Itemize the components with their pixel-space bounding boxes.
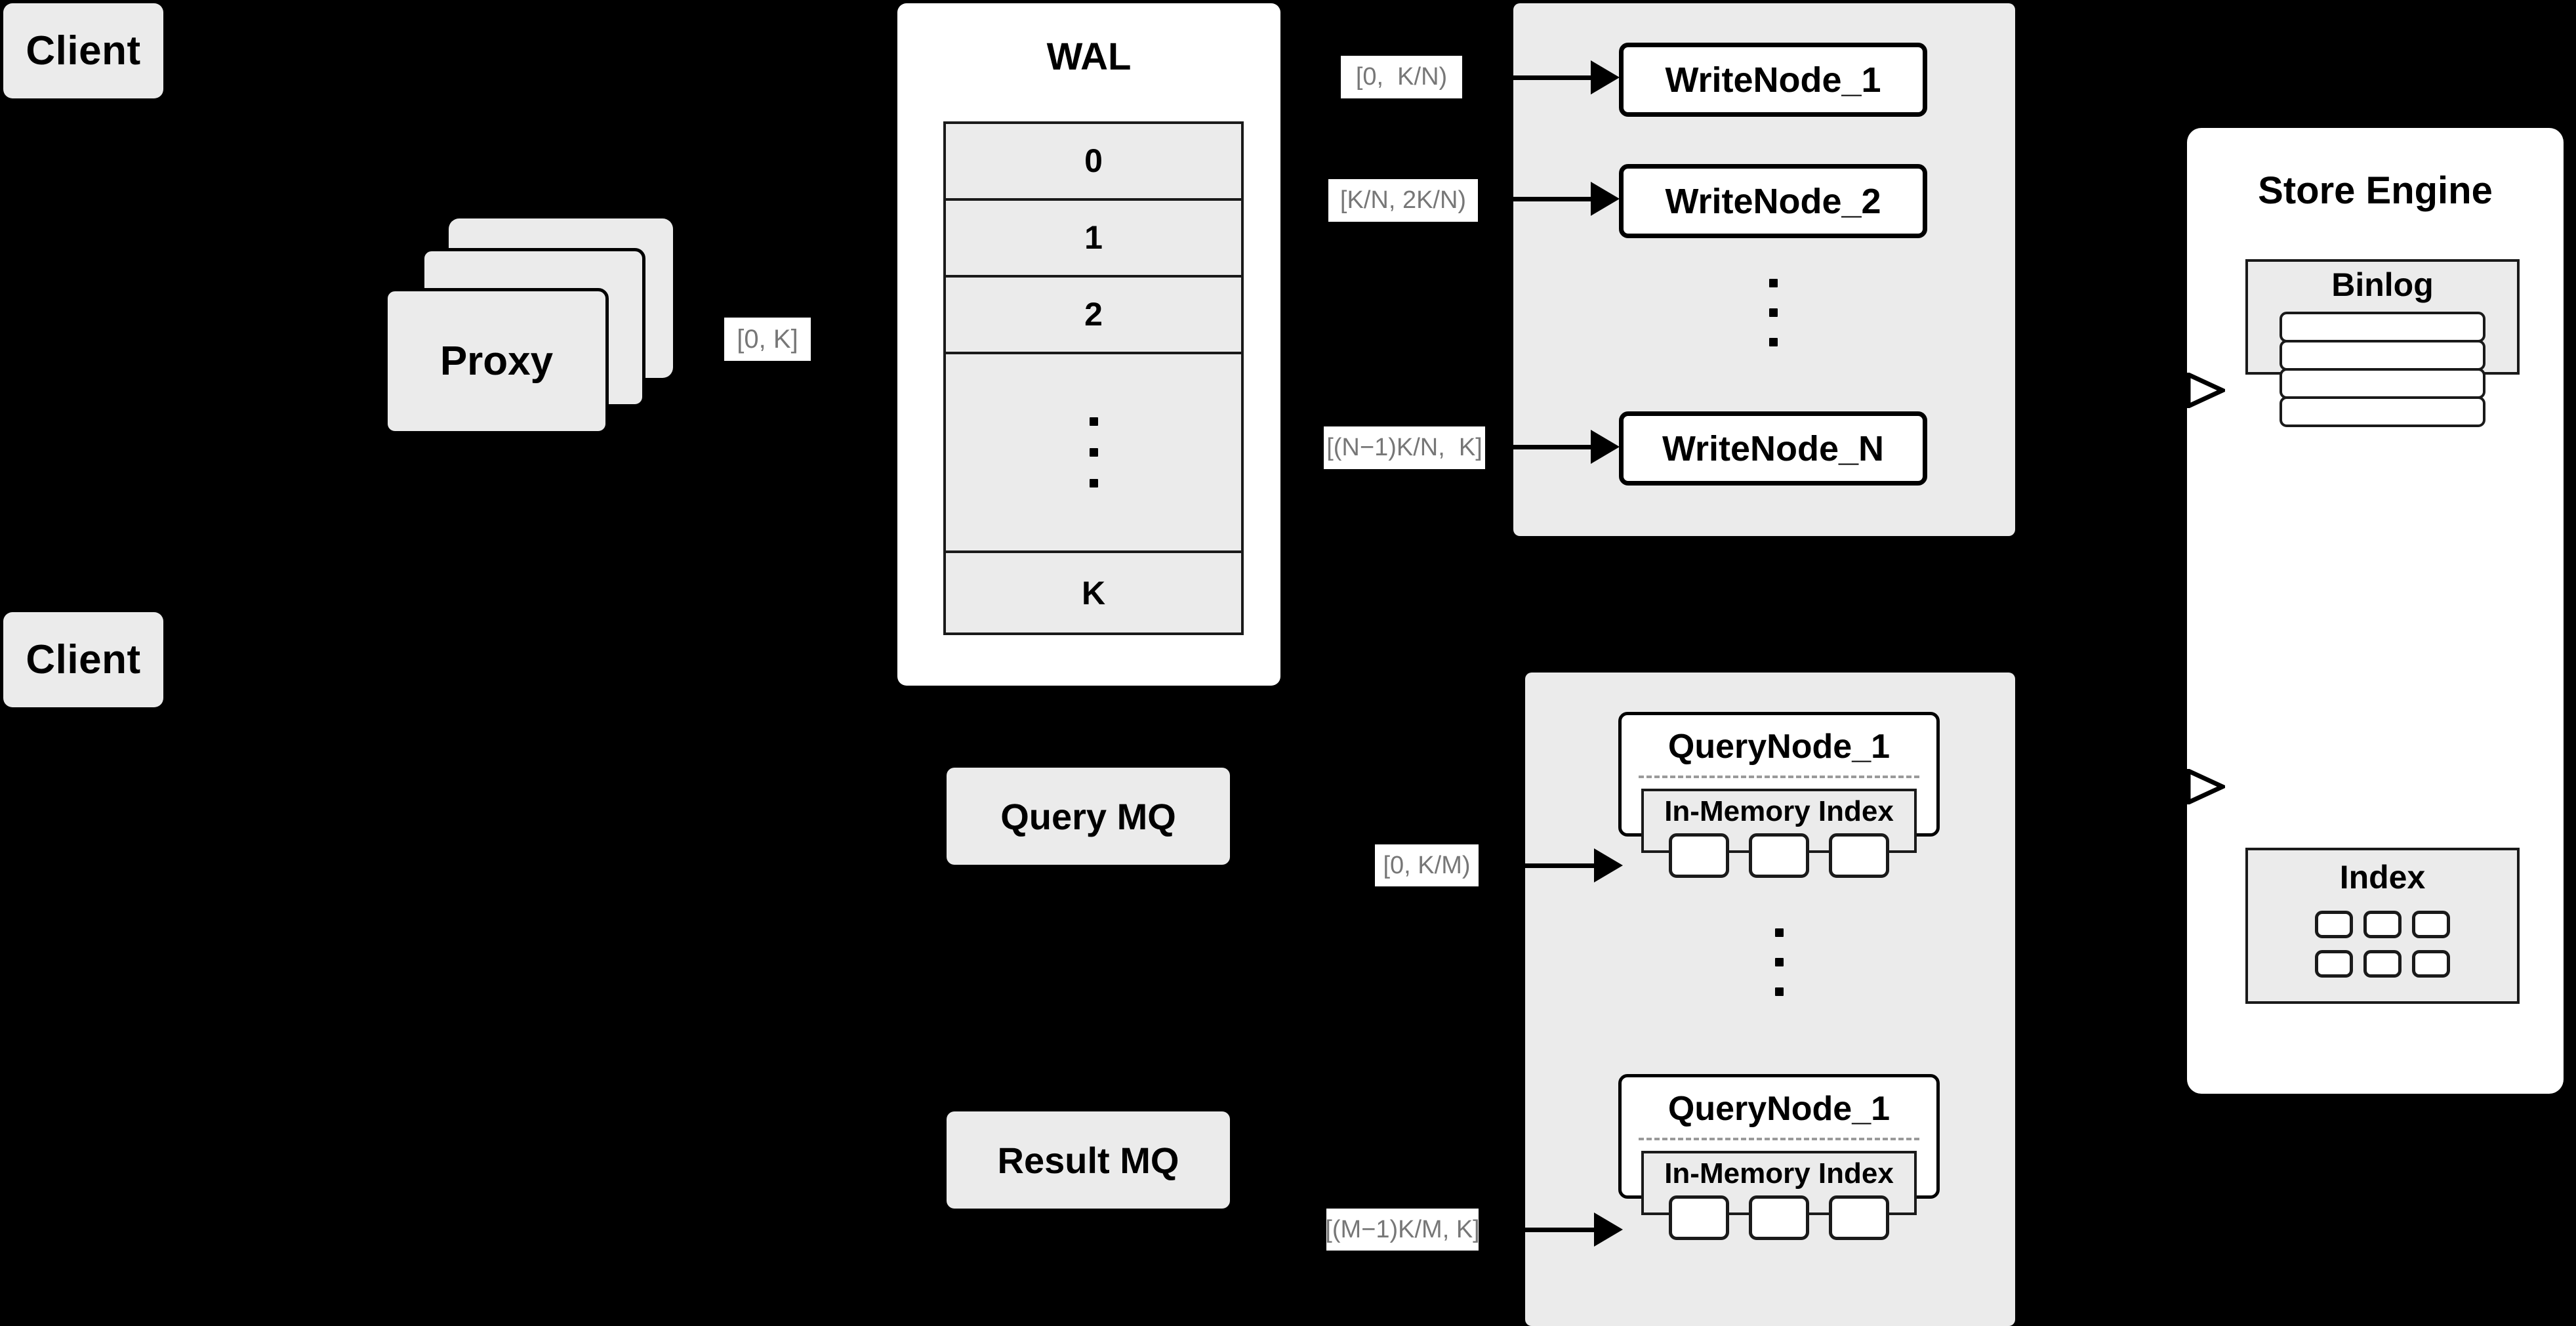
store-index-cell bbox=[2412, 911, 2450, 938]
query-node-1[interactable]: QueryNode_1 In-Memory Index bbox=[1618, 712, 1940, 878]
write-node-1[interactable]: WriteNode_1 bbox=[1619, 43, 1927, 117]
write-node-2-label: WriteNode_2 bbox=[1665, 181, 1881, 221]
proxy-box[interactable]: Proxy bbox=[384, 288, 609, 434]
connector-line-querynode-m bbox=[1479, 1228, 1603, 1232]
client-label-2: Client bbox=[26, 637, 141, 682]
index-title: Index bbox=[2339, 859, 2426, 896]
connector-line-index bbox=[2161, 785, 2190, 788]
write-cluster-ellipsis bbox=[1767, 279, 1780, 371]
query-node-1-index-title: In-Memory Index bbox=[1664, 795, 1894, 827]
query-mq-box[interactable]: Query MQ bbox=[947, 768, 1230, 865]
edge-label-writenode-1: [0, K/N) bbox=[1341, 56, 1462, 98]
arrow-head-writenode-n bbox=[1591, 430, 1620, 464]
edge-label-writenode-n: [(N−1)K/N, K] bbox=[1324, 426, 1485, 469]
binlog-row bbox=[2280, 396, 2485, 427]
query-ellipsis-dot bbox=[1774, 987, 1784, 996]
query-node-m-in-memory-index: In-Memory Index bbox=[1641, 1151, 1917, 1240]
arrow-head-writenode-2 bbox=[1591, 182, 1620, 216]
index-cell bbox=[1669, 1195, 1729, 1240]
wal-title: WAL bbox=[1046, 35, 1132, 78]
client-box-1[interactable]: Client bbox=[3, 3, 163, 98]
arrow-head-index-open bbox=[2187, 769, 2225, 804]
binlog-row bbox=[2280, 312, 2485, 342]
binlog-panel: Binlog bbox=[2245, 259, 2520, 427]
arrow-head-querynode-1 bbox=[1594, 848, 1623, 882]
query-node-cluster: QueryNode_1 In-Memory Index QueryNode_1 bbox=[1525, 673, 2015, 1326]
store-index-cell bbox=[2315, 950, 2353, 978]
store-engine-panel: Store Engine Binlog Index bbox=[2187, 128, 2564, 1094]
query-node-m-divider bbox=[1639, 1138, 1919, 1140]
binlog-title: Binlog bbox=[2331, 266, 2434, 303]
query-ellipsis-dot bbox=[1774, 928, 1784, 937]
wal-row-1: 1 bbox=[946, 200, 1241, 278]
wal-ellipsis-dot bbox=[1089, 417, 1098, 426]
edge-label-writenode-2: [K/N, 2K/N) bbox=[1328, 179, 1478, 222]
query-ellipsis-dot bbox=[1774, 958, 1784, 966]
write-ellipsis-dot bbox=[1768, 308, 1778, 317]
wal-row-0: 0 bbox=[946, 124, 1241, 201]
connector-line-writenode-n bbox=[1513, 445, 1599, 449]
binlog-row bbox=[2280, 340, 2485, 371]
store-index-cell bbox=[2315, 911, 2353, 938]
write-ellipsis-dot bbox=[1768, 279, 1778, 287]
arrow-head-binlog-open bbox=[2187, 373, 2225, 408]
wal-row-2: 2 bbox=[946, 277, 1241, 354]
wal-ellipsis-dot bbox=[1089, 478, 1098, 487]
client-box-2[interactable]: Client bbox=[3, 612, 163, 707]
proxy-label: Proxy bbox=[440, 339, 554, 384]
wal-panel: WAL 0 1 2 K bbox=[897, 3, 1280, 686]
query-node-1-divider bbox=[1639, 776, 1919, 778]
wal-row-ellipsis bbox=[946, 354, 1241, 554]
write-ellipsis-dot bbox=[1768, 338, 1778, 346]
arrow-head-writenode-1 bbox=[1591, 60, 1620, 94]
connector-line-writenode-1 bbox=[1513, 75, 1599, 80]
client-label-1: Client bbox=[26, 28, 141, 73]
arrow-head-querynode-m bbox=[1594, 1212, 1623, 1247]
index-cell bbox=[1829, 1195, 1889, 1240]
write-node-n[interactable]: WriteNode_N bbox=[1619, 411, 1927, 486]
store-index-cell bbox=[2412, 950, 2450, 978]
query-node-m-index-cells bbox=[1644, 1195, 1914, 1240]
binlog-row bbox=[2280, 368, 2485, 399]
query-node-m[interactable]: QueryNode_1 In-Memory Index bbox=[1618, 1074, 1940, 1240]
write-node-n-label: WriteNode_N bbox=[1662, 428, 1885, 468]
result-mq-label: Result MQ bbox=[997, 1139, 1179, 1181]
store-engine-title: Store Engine bbox=[2258, 169, 2493, 212]
query-node-1-index-cells bbox=[1644, 833, 1914, 878]
query-node-1-in-memory-index: In-Memory Index bbox=[1641, 789, 1917, 878]
query-cluster-ellipsis bbox=[1772, 928, 1786, 1020]
edge-label-querynode-m: [(M−1)K/M, K] bbox=[1325, 1209, 1480, 1251]
query-node-1-title: QueryNode_1 bbox=[1667, 728, 1891, 766]
store-index-cell bbox=[2363, 950, 2402, 978]
binlog-rows bbox=[2280, 312, 2485, 427]
write-node-1-label: WriteNode_1 bbox=[1665, 60, 1881, 100]
query-node-m-title: QueryNode_1 bbox=[1667, 1090, 1891, 1128]
edge-label-client-to-proxy: [0, K] bbox=[724, 318, 811, 361]
query-mq-label: Query MQ bbox=[1000, 795, 1176, 837]
connector-line-querynode-1 bbox=[1479, 863, 1603, 868]
store-index-cell bbox=[2363, 911, 2402, 938]
index-cell bbox=[1829, 833, 1889, 878]
wal-row-k: K bbox=[946, 553, 1241, 632]
connector-line-binlog bbox=[2161, 388, 2190, 392]
write-node-cluster: WriteNode_1 WriteNode_2 WriteNode_N bbox=[1513, 3, 2015, 536]
index-grid bbox=[2248, 911, 2517, 978]
query-node-m-index-title: In-Memory Index bbox=[1664, 1157, 1894, 1190]
wal-ellipsis-dot bbox=[1089, 447, 1098, 457]
edge-label-querynode-1: [0, K/M) bbox=[1375, 844, 1479, 886]
connector-line-writenode-2 bbox=[1513, 197, 1599, 201]
index-cell bbox=[1749, 1195, 1809, 1240]
result-mq-box[interactable]: Result MQ bbox=[947, 1111, 1230, 1209]
index-cell bbox=[1749, 833, 1809, 878]
wal-table: 0 1 2 K bbox=[943, 121, 1244, 635]
index-cell bbox=[1669, 833, 1729, 878]
write-node-2[interactable]: WriteNode_2 bbox=[1619, 164, 1927, 238]
index-panel: Index bbox=[2245, 848, 2520, 1004]
